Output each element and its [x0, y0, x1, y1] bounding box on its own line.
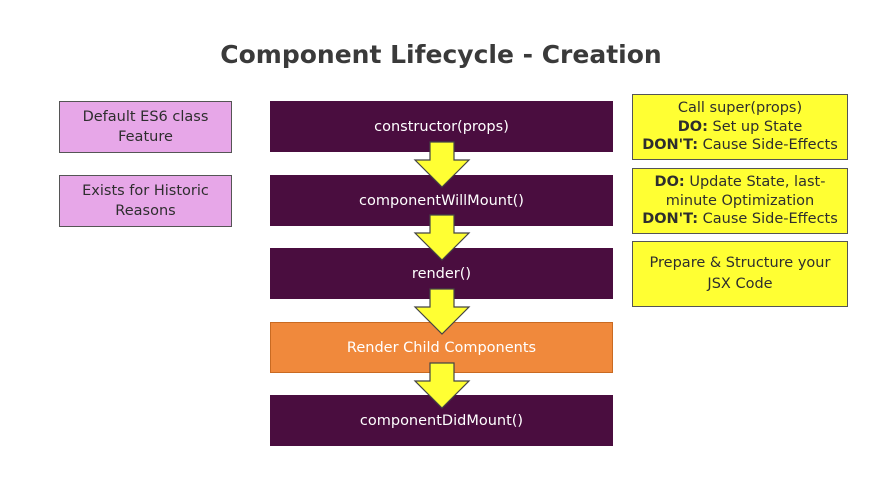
note-line: Feature — [118, 129, 173, 145]
do-text: Set up State — [707, 118, 803, 135]
note-line: Prepare & Structure your — [649, 255, 831, 271]
note-will-mount-right: DO: Update State, last- minute Optimizat… — [632, 168, 848, 234]
note-dont-line: DON'T: Cause Side-Effects — [642, 136, 838, 155]
do-text: Update State, last- — [684, 174, 826, 191]
note-line: Call super(props) — [677, 100, 803, 117]
note-will-mount-left: Exists for Historic Reasons — [59, 175, 232, 227]
note-render-right: Prepare & Structure your JSX Code — [632, 241, 848, 307]
down-arrow-icon — [413, 214, 471, 261]
note-line: Default ES6 class — [82, 109, 209, 125]
down-arrow-icon — [413, 141, 471, 188]
note-constructor-right: Call super(props) DO: Set up State DON'T… — [632, 94, 848, 160]
down-arrow-icon — [413, 288, 471, 335]
do-label: DO: — [677, 118, 708, 135]
note-do-line: DO: Set up State — [678, 118, 803, 137]
slide-title: Component Lifecycle - Creation — [220, 40, 662, 69]
dont-label: DON'T: — [642, 211, 699, 228]
dont-text: Cause Side-Effects — [698, 211, 838, 228]
dont-label: DON'T: — [642, 137, 699, 154]
do-label: DO: — [654, 174, 685, 191]
note-line: JSX Code — [707, 276, 773, 292]
note-dont-line: DON'T: Cause Side-Effects — [642, 210, 838, 229]
note-line: Reasons — [115, 203, 176, 219]
note-do-line: DO: Update State, last- — [655, 173, 826, 192]
down-arrow-icon — [413, 362, 471, 409]
note-line: minute Optimization — [665, 192, 815, 209]
note-constructor-left: Default ES6 class Feature — [59, 101, 232, 153]
dont-text: Cause Side-Effects — [698, 137, 838, 154]
note-line: Exists for Historic — [82, 183, 209, 199]
